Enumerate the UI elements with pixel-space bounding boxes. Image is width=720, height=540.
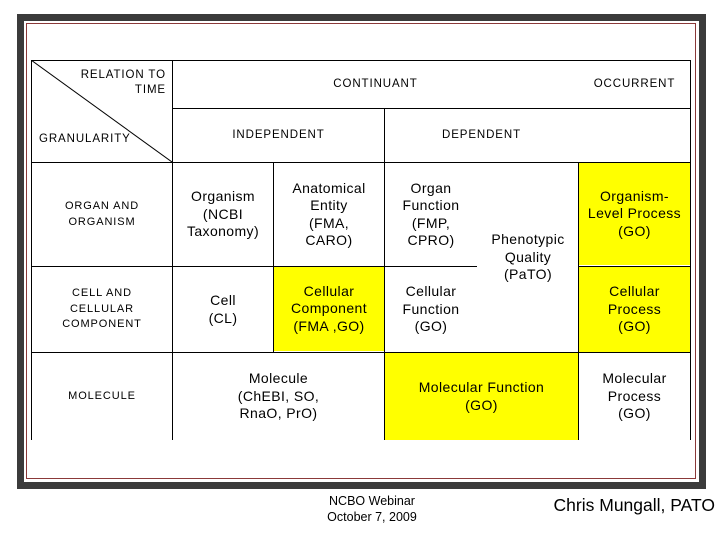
grid-line-header-bottom <box>31 162 690 163</box>
row-header-molecule: MOLECULE <box>68 389 136 402</box>
cell-organism-level-process: Organism- Level Process (GO) <box>579 163 690 265</box>
cell-anatomical-entity: Anatomical Entity (FMA, CARO) <box>292 179 366 249</box>
row-header-cell-and-cellular-component: CELL AND CELLULAR COMPONENT <box>62 287 142 331</box>
cell-molecule: Molecule (ChEBI, SO, RnaO, PrO) <box>237 370 320 422</box>
cell-organism: Organism (NCBI Taxonomy) <box>186 188 260 240</box>
row-header-organ-and-organism: ORGAN AND ORGANISM <box>64 200 140 228</box>
grid-line-row2-right <box>578 266 690 267</box>
cell-phenotypic-quality: Phenotypic Quality (PaTO) <box>491 231 565 283</box>
grid-line-row2-left <box>31 266 477 267</box>
header-dependent: DEPENDENT <box>441 129 522 141</box>
footer-author: Chris Mungall, PATO <box>553 495 715 515</box>
cell-cellular-function: Cellular Function (GO) <box>402 283 460 335</box>
slide-frame-inner <box>26 23 696 479</box>
grid-line-right <box>690 60 691 440</box>
slide-frame-outer <box>17 14 706 489</box>
corner-diagonal-line <box>31 60 172 162</box>
grid-line-col3 <box>384 108 385 440</box>
cell-molecular-process: Molecular Process (GO) <box>602 370 667 422</box>
grid-line-left <box>31 60 32 440</box>
grid-line-subheader <box>172 108 690 109</box>
header-continuant: CONTINUANT <box>333 78 418 90</box>
grid-line-col4 <box>578 162 579 440</box>
cell-organ-function: Organ Function (FMP, CPRO) <box>402 179 460 249</box>
cell-molecular-function: Molecular Function (GO) <box>385 353 578 440</box>
corner-label-granularity: GRANULARITY <box>39 133 131 145</box>
header-occurrent: OCCURRENT <box>593 78 676 90</box>
footer-event-date: NCBO Webinar October 7, 2009 <box>327 494 417 524</box>
grid-line-col2 <box>273 162 274 352</box>
cell-cellular-component: Cellular Component (FMA ,GO) <box>274 267 384 351</box>
corner-label-relation-to-time: RELATION TO TIME <box>80 69 166 96</box>
grid-line-top <box>31 60 690 61</box>
grid-line-row3 <box>31 352 690 353</box>
corner-cell: RELATION TO TIME GRANULARITY <box>32 61 172 162</box>
grid-line-col1 <box>172 60 173 440</box>
cell-cell: Cell (CL) <box>208 292 238 326</box>
header-independent: INDEPENDENT <box>232 129 325 141</box>
cell-cellular-process: Cellular Process (GO) <box>579 267 690 352</box>
